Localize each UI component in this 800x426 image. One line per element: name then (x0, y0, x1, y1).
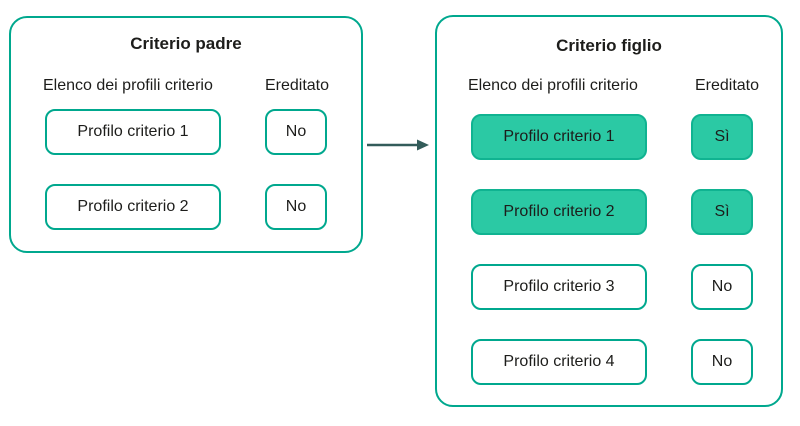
profile-box: Profilo criterio 2 (45, 184, 221, 230)
inherited-value: Sì (714, 203, 730, 220)
inherited-badge: No (691, 339, 753, 385)
panel-title: Criterio figlio (556, 36, 662, 55)
profile-box: Profilo criterio 1 (471, 114, 647, 160)
panel-title: Criterio padre (130, 34, 242, 53)
profile-rows: Profilo criterio 1 No Profilo criterio 2… (11, 109, 361, 230)
inherited-badge: Sì (691, 114, 753, 160)
profiles-column-header: Elenco dei profili criterio (468, 77, 638, 94)
inherited-value: No (285, 198, 307, 215)
inherited-badge: No (265, 184, 327, 230)
profile-row: Profilo criterio 4 No (437, 339, 781, 385)
profile-row: Profilo criterio 1 No (11, 109, 361, 155)
profile-label: Profilo criterio 2 (503, 203, 615, 220)
profiles-column-header: Elenco dei profili criterio (43, 77, 213, 94)
inherited-value: No (711, 353, 733, 370)
inheritance-arrow-icon (367, 139, 429, 151)
profile-row: Profilo criterio 2 No (11, 184, 361, 230)
profile-box: Profilo criterio 2 (471, 189, 647, 235)
inherited-badge: Sì (691, 189, 753, 235)
inherited-value: Sì (714, 128, 730, 145)
profile-label: Profilo criterio 2 (77, 198, 189, 215)
profile-row: Profilo criterio 1 Sì (437, 114, 781, 160)
profile-label: Profilo criterio 4 (503, 353, 615, 370)
profile-box: Profilo criterio 3 (471, 264, 647, 310)
inherited-column-header: Ereditato (694, 77, 760, 94)
inherited-value: No (711, 278, 733, 295)
inherited-badge: No (265, 109, 327, 155)
child-criterion-panel: Criterio figlio Elenco dei profili crite… (435, 15, 783, 407)
profile-label: Profilo criterio 3 (503, 278, 615, 295)
profile-label: Profilo criterio 1 (77, 123, 189, 140)
profile-box: Profilo criterio 1 (45, 109, 221, 155)
inherited-badge: No (691, 264, 753, 310)
profile-row: Profilo criterio 3 No (437, 264, 781, 310)
profile-box: Profilo criterio 4 (471, 339, 647, 385)
inherited-value: No (285, 123, 307, 140)
parent-criterion-panel: Criterio padre Elenco dei profili criter… (9, 16, 363, 253)
profile-rows: Profilo criterio 1 Sì Profilo criterio 2… (437, 114, 781, 385)
profile-label: Profilo criterio 1 (503, 128, 615, 145)
inherited-column-header: Ereditato (264, 77, 330, 94)
profile-row: Profilo criterio 2 Sì (437, 189, 781, 235)
